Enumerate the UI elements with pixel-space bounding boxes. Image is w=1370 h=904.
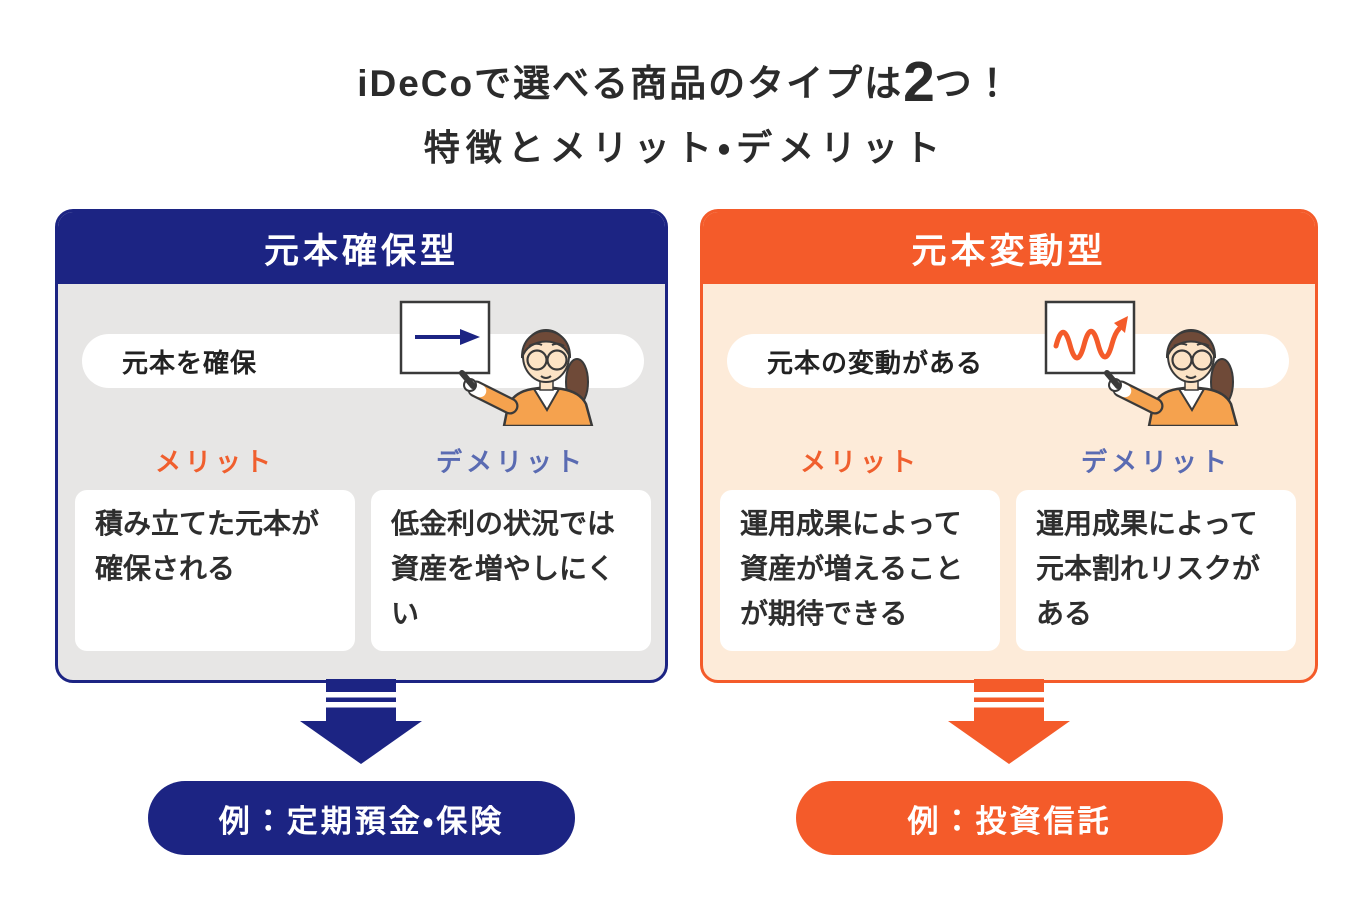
- title-line-2: 特徴とメリット・デメリット: [423, 127, 947, 168]
- title-line1-prefix: iDeCoで選べる商品のタイプは: [357, 63, 904, 104]
- principal-guaranteed-card: 元本確保型 元本を確保: [55, 209, 668, 683]
- merit-box-right: 運用成果によって 資産が増えること が期待できる: [720, 490, 1000, 651]
- card-body-right: 元本の変動がある: [703, 284, 1315, 680]
- page-title: iDeCoで選べる商品のタイプは2つ！ 特徴とメリット・デメリット: [0, 54, 1370, 171]
- demerit-box-right: 運用成果によって 元本割れリスクが ある: [1016, 490, 1296, 651]
- down-arrow-icon: [948, 679, 1070, 764]
- marker-pen-icon: [459, 370, 476, 389]
- feature-text-right: 元本の変動がある: [767, 347, 984, 378]
- demerit-label-left: デメリット: [435, 447, 586, 477]
- wavy-rising-arrow-icon: [1053, 316, 1128, 361]
- glasses-icon: [1171, 349, 1213, 371]
- merit-label-right: メリット: [799, 447, 920, 477]
- card-body-left: 元本を確保: [58, 284, 665, 680]
- down-arrow-icon: [300, 679, 422, 764]
- card-header-left: 元本確保型: [58, 212, 665, 284]
- glasses-icon: [526, 349, 568, 371]
- title-big-number: 2: [903, 50, 935, 114]
- straight-arrow-icon: [415, 329, 480, 345]
- example-pill-right: 例：投資信託: [796, 781, 1223, 855]
- card-title-right: 元本変動型: [911, 231, 1107, 271]
- title-line1-suffix: つ！: [934, 63, 1013, 104]
- marker-pen-icon: [1104, 370, 1121, 389]
- card-header-right: 元本変動型: [703, 212, 1315, 284]
- demerit-label-right: デメリット: [1080, 447, 1231, 477]
- merit-box-left: 積み立てた元本が 確保される: [75, 490, 355, 651]
- merit-label-left: メリット: [154, 447, 275, 477]
- whiteboard-icon: [399, 300, 491, 375]
- demerit-box-left: 低金利の状況では 資産を増やしにくい: [371, 490, 651, 651]
- presenter-woman-illustration: [1044, 300, 1239, 426]
- whiteboard-icon: [1044, 300, 1136, 375]
- presenter-woman-illustration: [399, 300, 594, 426]
- woman-figure: [459, 329, 594, 426]
- woman-figure: [1104, 329, 1239, 426]
- feature-text-left: 元本を確保: [122, 347, 258, 378]
- title-line-1: iDeCoで選べる商品のタイプは2つ！: [0, 54, 1370, 111]
- example-pill-left: 例：定期預金・保険: [148, 781, 575, 855]
- principal-variable-card: 元本変動型 元本の変動がある: [700, 209, 1318, 683]
- card-title-left: 元本確保型: [263, 231, 459, 271]
